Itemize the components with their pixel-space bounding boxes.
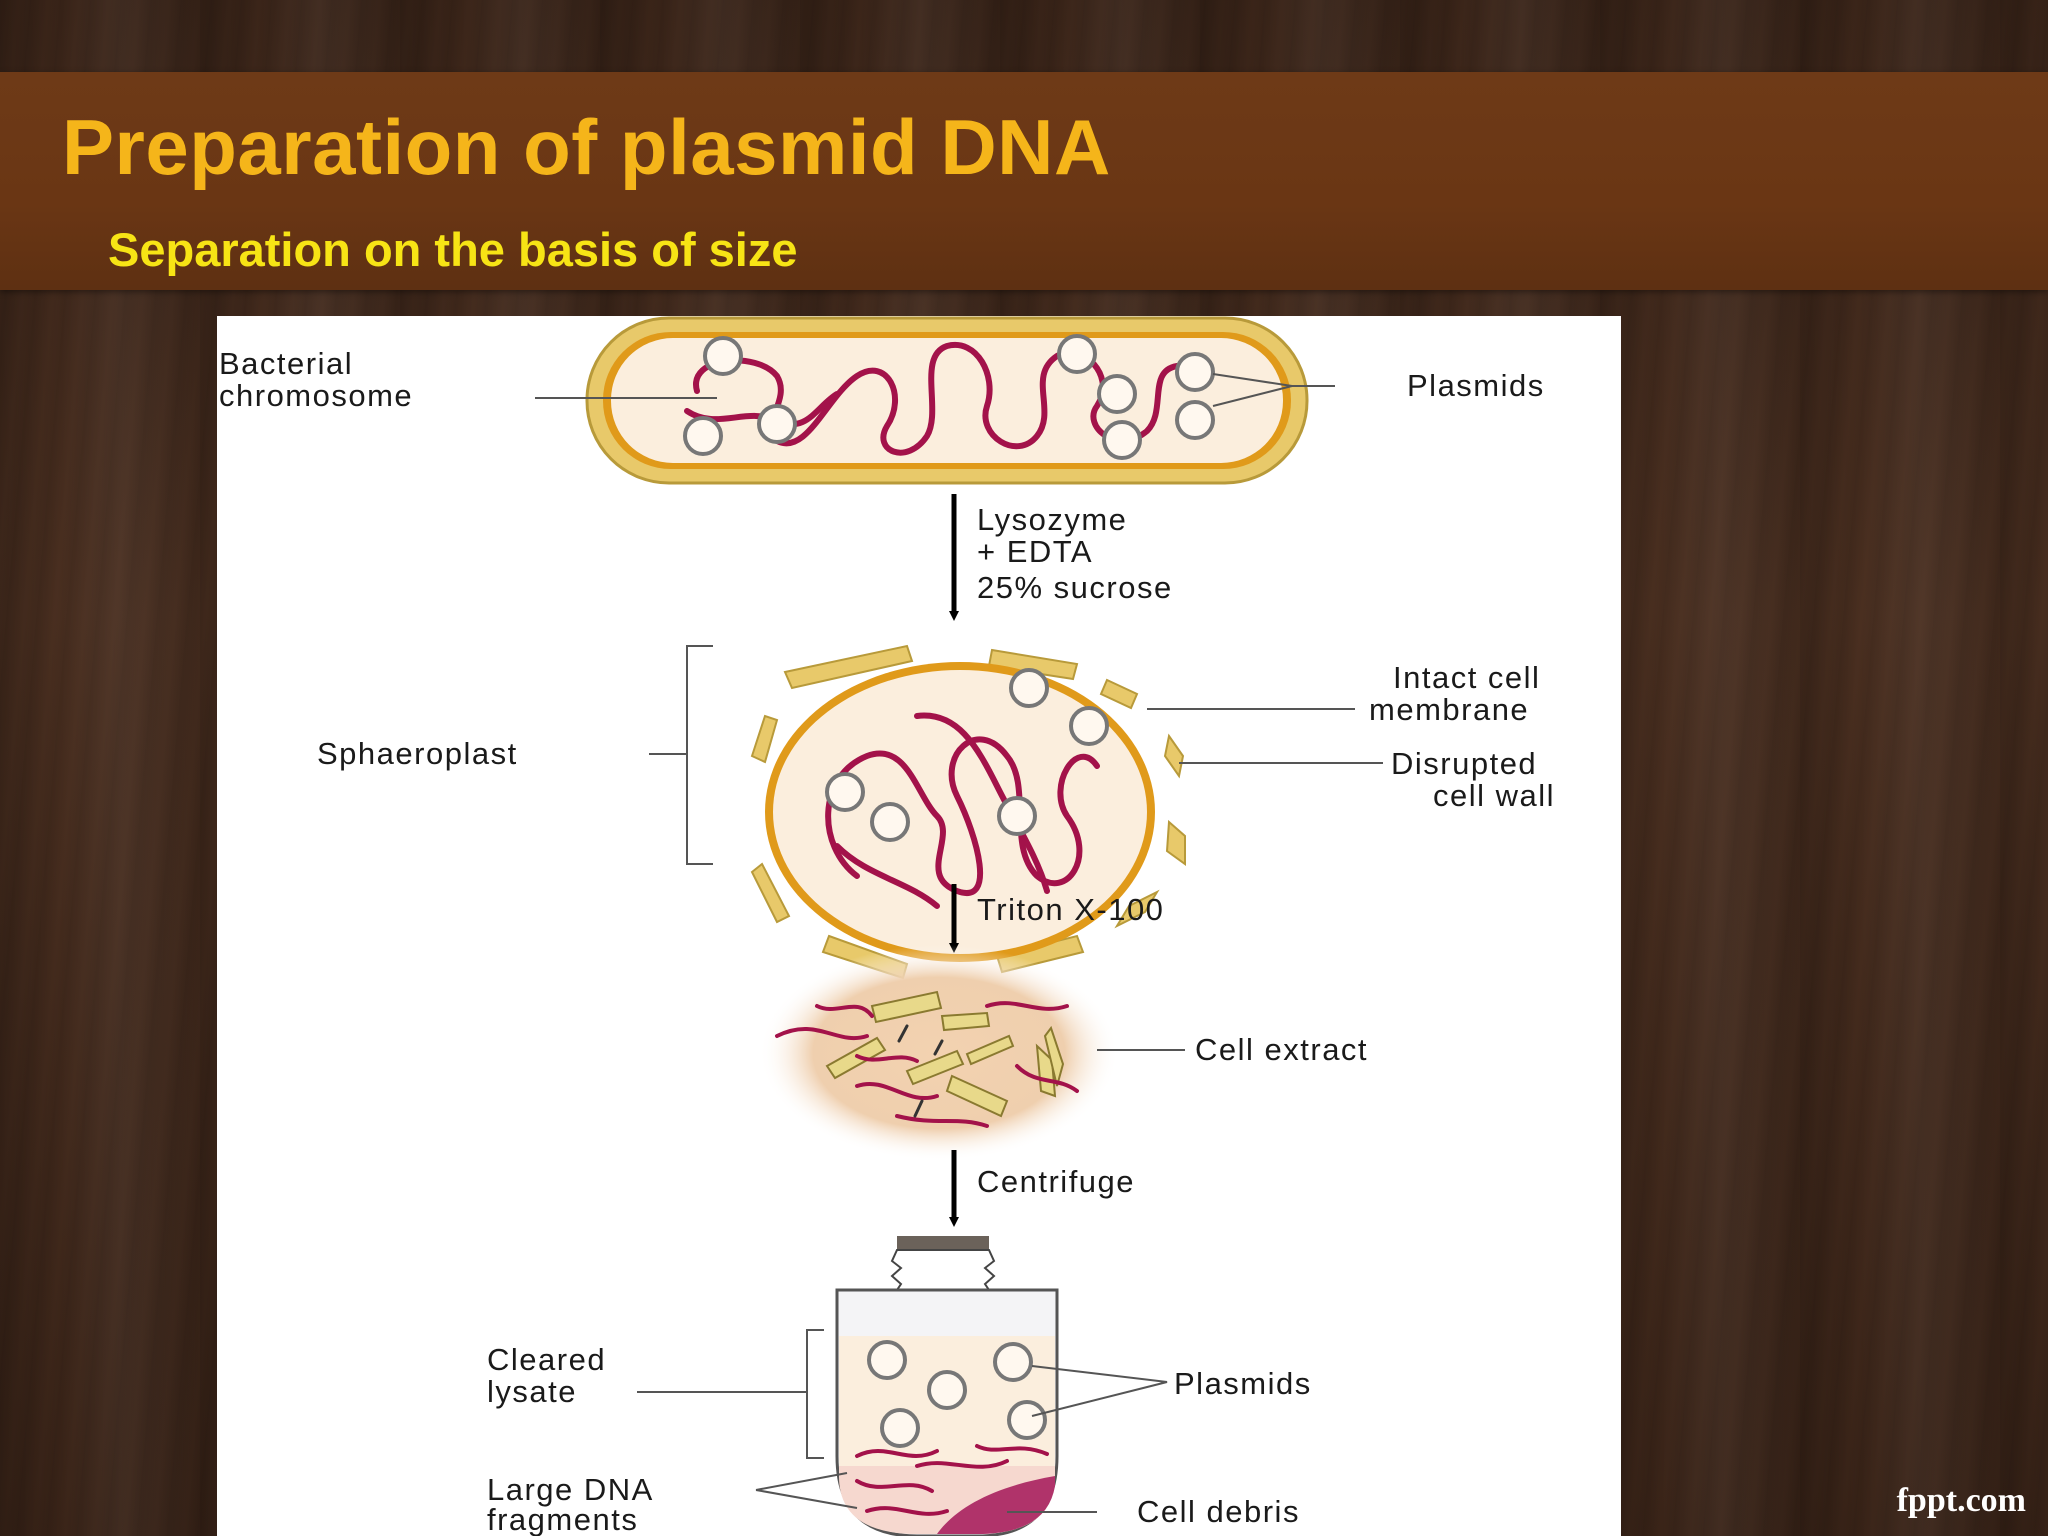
slide-title: Preparation of plasmid DNA [62,103,1111,191]
label-cleared-lysate-1: Cleared [487,1342,606,1377]
label-large-dna-2: fragments [487,1502,638,1536]
centrifuge-tube [835,1236,1059,1536]
label-bacterial-2: chromosome [219,378,413,413]
label-cleared-lysate-2: lysate [487,1374,577,1409]
label-step1-3: 25% sucrose [977,570,1173,605]
plasmid-prep-diagram: Bacterial chromosome Plasmids Lysozyme +… [217,316,1621,1536]
plasmid-rings-sphaeroplast [825,668,1109,842]
label-sphaeroplast: Sphaeroplast [317,736,518,771]
label-cell-extract: Cell extract [1195,1032,1368,1067]
slide-subtitle: Separation on the basis of size [108,223,798,276]
label-bacterial-1: Bacterial [219,346,353,381]
label-step1-1: Lysozyme [977,502,1127,537]
label-plasmids-bottom: Plasmids [1174,1366,1312,1401]
header-band [0,72,2048,290]
plasmid-rings-top [683,334,1215,460]
cell-extract [759,945,1119,1161]
label-intact-membrane-2: membrane [1369,692,1529,727]
label-disrupted-wall-2: cell wall [1433,778,1555,813]
label-disrupted-wall-1: Disrupted [1391,746,1537,781]
label-plasmids-top: Plasmids [1407,368,1545,403]
label-large-dna-1: Large DNA [487,1472,654,1507]
label-step3: Centrifuge [977,1164,1135,1199]
fppt-watermark: fppt.com [1896,1482,2026,1519]
label-intact-membrane-1: Intact cell [1393,660,1540,695]
label-step2: Triton X-100 [977,892,1164,927]
label-step1-2: + EDTA [977,534,1093,569]
sphaeroplast-dna [825,736,1100,896]
sphaeroplast-cell [750,644,1186,980]
plasmid-rings-tube [867,1340,1047,1448]
bacterium-cell [585,316,1309,485]
label-cell-debris: Cell debris [1137,1494,1300,1529]
